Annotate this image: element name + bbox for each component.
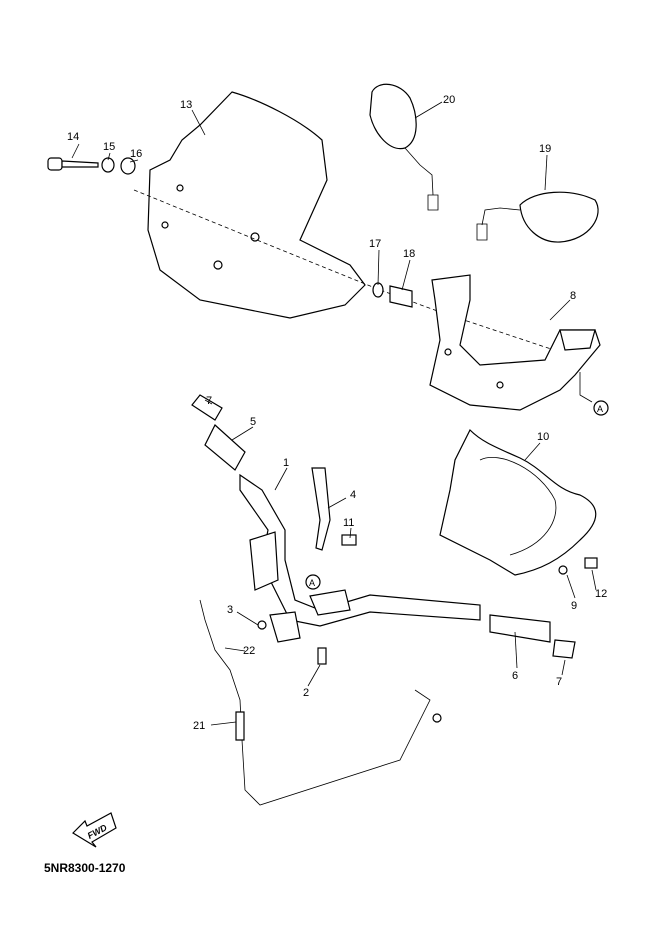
diagram-code: 5NR8300-1270 [44,861,126,875]
callout-15: 15 [103,141,115,153]
callout-14: 14 [67,131,79,143]
handlebar-cover-rear-part [439,428,597,576]
callout-16: 16 [130,148,142,160]
callout-11: 11 [343,517,354,529]
callout-9: 9 [571,600,577,612]
callout-3: 3 [227,604,233,616]
windshield-part [147,91,366,319]
callout-12: 12 [595,588,607,600]
callout-7b: 7 [556,676,562,688]
callout-5: 5 [250,416,256,428]
mirror-left-part [369,83,417,150]
callout-17: 17 [369,238,381,250]
ref-a-1: A [597,404,603,414]
ref-a-2: A [309,578,315,588]
mirror-right-part [519,191,599,243]
callout-13: 13 [180,99,192,111]
callout-21: 21 [193,720,205,732]
callout-19: 19 [539,143,551,155]
throttle-cable-part [199,599,431,806]
callout-18: 18 [403,248,415,260]
callout-4: 4 [350,489,356,501]
handlebar-cover-front-part [429,274,601,411]
callout-10: 10 [537,431,549,443]
callout-20: 20 [443,94,455,106]
callout-22: 22 [243,645,255,657]
callout-2: 2 [303,687,309,699]
callout-7a: 7 [206,395,212,407]
callout-8: 8 [570,290,576,302]
callout-1: 1 [283,457,289,469]
callout-6: 6 [512,670,518,682]
fwd-arrow-icon [72,812,117,848]
